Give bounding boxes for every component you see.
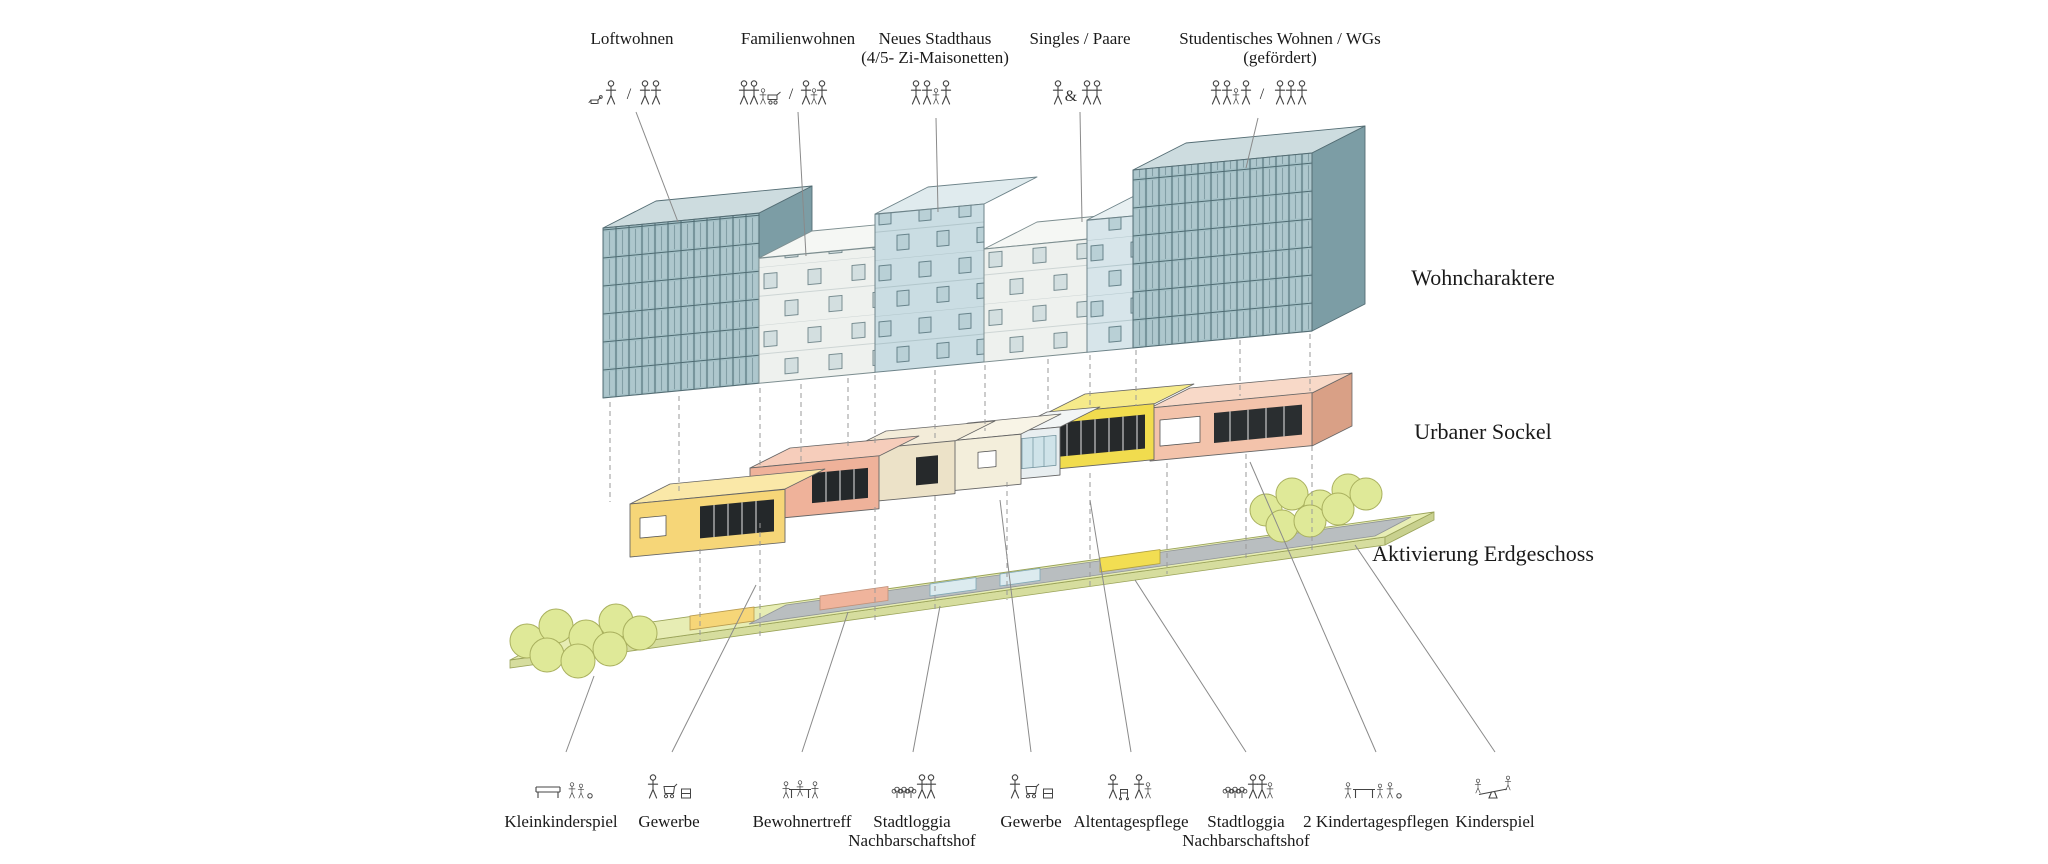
label-familienwohnen: Familienwohnen	[740, 29, 856, 48]
walkway	[748, 516, 1412, 625]
elderly-care-icon	[1107, 774, 1152, 801]
icon-separator: /	[626, 86, 632, 103]
label-stadtloggia-1: Stadtloggia Nachbarschaftshof	[848, 812, 976, 850]
patch-yellow-court-2	[1099, 549, 1161, 573]
label-gewerbe-1: Gewerbe	[638, 812, 700, 831]
shopping-cart-icon	[647, 774, 691, 799]
couple-icon	[1081, 80, 1103, 105]
icon-separator: /	[788, 86, 794, 103]
label-studentisches-wohnen: Studentisches Wohnen / WGs (gefördert)	[1179, 29, 1381, 67]
building-studentisches-wohnen	[1132, 125, 1366, 349]
plants-people-icon	[891, 774, 937, 799]
label-aktivierung-erdgeschoss: Aktivierung Erdgeschoss	[1372, 541, 1594, 566]
family-with-pram-icon	[738, 80, 781, 105]
seesaw-icon	[1474, 775, 1512, 799]
label-wohncharaktere: Wohncharaktere	[1411, 265, 1555, 290]
student-group-icon	[1274, 80, 1308, 105]
sockel-block-salmon-right	[1149, 372, 1353, 462]
ground-plate-layer	[509, 473, 1435, 679]
label-bewohnertreff: Bewohnertreff	[752, 812, 852, 831]
building-neues-stadthaus	[874, 176, 1038, 373]
label-altentagespflege: Altentagespflege	[1073, 812, 1189, 831]
label-gewerbe-2: Gewerbe	[1000, 812, 1062, 831]
wohncharaktere-layer	[602, 125, 1366, 399]
building-loftwohnen	[602, 185, 813, 399]
patch-blue-loggia-1	[929, 577, 977, 597]
patch-yellow-playground	[689, 606, 755, 631]
student-group-icon	[1210, 80, 1252, 105]
dashed-connectors	[609, 334, 1313, 642]
people-at-table-icon	[782, 780, 819, 799]
couple-with-child-icon	[800, 80, 828, 105]
children-table-icon	[1344, 782, 1402, 799]
bottom-pictograms	[535, 774, 1512, 801]
label-urbaner-sockel: Urbaner Sockel	[1414, 419, 1552, 444]
couple-icon	[639, 80, 662, 105]
tree-cluster-left	[509, 603, 658, 679]
label-neues-stadthaus: Neues Stadthaus (4/5- Zi-Maisonetten)	[861, 29, 1009, 67]
family-group-icon	[910, 80, 952, 105]
top-pictograms	[588, 80, 1308, 105]
icon-separator: /	[1259, 86, 1265, 103]
shopping-cart-icon	[1009, 774, 1053, 799]
label-kleinkinderspiel: Kleinkinderspiel	[504, 812, 618, 831]
label-stadtloggia-2: Stadtloggia Nachbarschaftshof	[1182, 812, 1310, 850]
label-singles-paare: Singles / Paare	[1029, 29, 1131, 48]
urban-sockel-layer	[629, 372, 1353, 558]
plants-people-icon	[1222, 774, 1274, 799]
label-loftwohnen: Loftwohnen	[590, 29, 674, 48]
sockel-block-yellow-big	[629, 468, 826, 558]
person-with-dog-icon	[588, 80, 617, 105]
bench-children-icon	[535, 782, 593, 799]
icon-separator: &	[1064, 88, 1078, 105]
label-kinderspiel: Kinderspiel	[1455, 812, 1535, 831]
leader-lines	[565, 111, 1496, 753]
label-kindertagespflegen: 2 Kindertagespflegen	[1303, 812, 1449, 831]
patch-salmon-court	[819, 585, 889, 611]
single-person-icon	[1052, 80, 1064, 105]
